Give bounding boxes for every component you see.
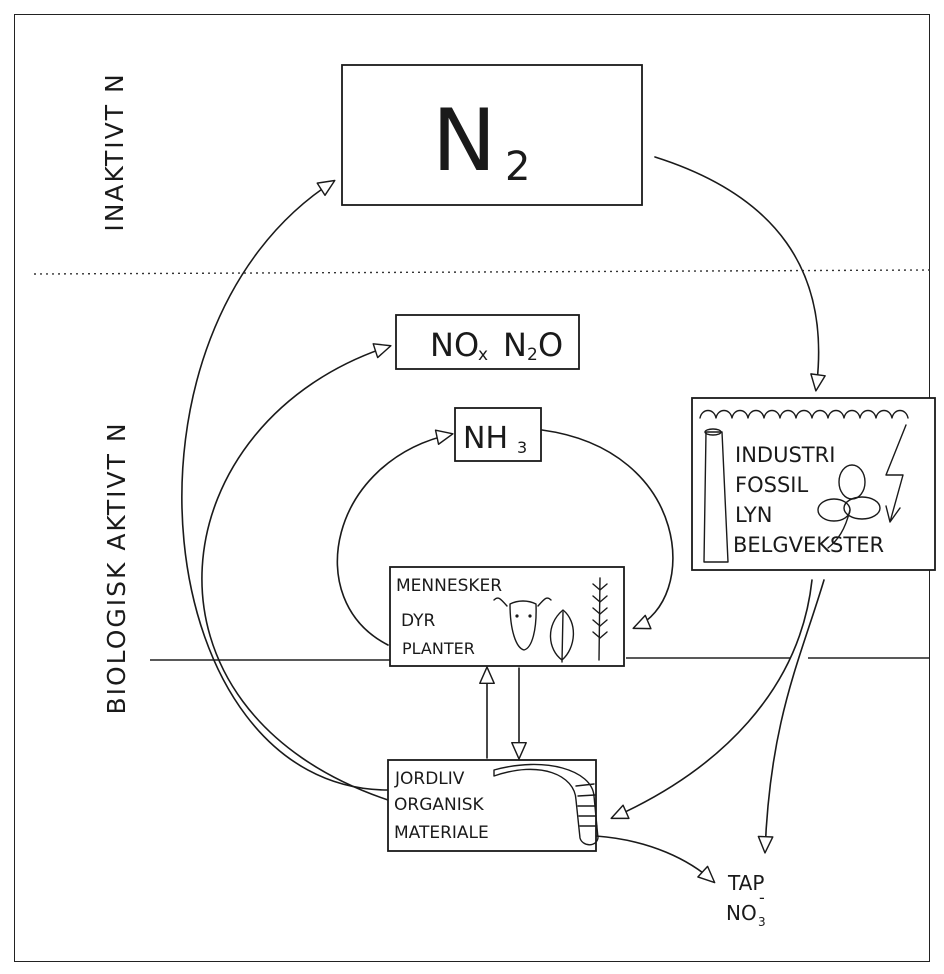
arrow-fixation-to-loss — [765, 580, 824, 852]
arrow-soil-to-loss — [596, 836, 714, 882]
organisms-line-3: PLANTER — [402, 639, 475, 658]
node-soil: JORDLIV ORGANISK MATERIALE — [388, 760, 598, 851]
n2-label: N — [432, 91, 496, 191]
n2-subscript: 2 — [505, 144, 530, 190]
node-loss: TAP NO 3 - — [726, 871, 766, 929]
n2o-label-n: N — [503, 326, 527, 364]
node-fixation: INDUSTRI FOSSIL LYN BELGVEKSTER — [692, 398, 935, 570]
zone-label-inactive: INAKTIVT N — [100, 72, 129, 231]
node-nh3: NH 3 — [455, 408, 541, 461]
organisms-line-1: MENNESKER — [396, 576, 502, 596]
node-n2: N 2 — [342, 65, 642, 205]
arrow-soil-to-n2 — [182, 181, 388, 790]
fixation-line-1: INDUSTRI — [735, 443, 835, 467]
n2o-subscript: 2 — [527, 345, 538, 365]
nh3-label: NH — [463, 421, 508, 456]
fixation-line-2: FOSSIL — [735, 473, 808, 497]
soil-line-3: MATERIALE — [394, 823, 489, 843]
arrow-soil-to-nox — [202, 346, 390, 800]
soil-line-1: JORDLIV — [394, 769, 465, 789]
fixation-line-3: LYN — [735, 503, 772, 527]
loss-nitrate-charge: - — [759, 888, 765, 907]
nox-subscript: x — [478, 345, 488, 365]
organisms-line-2: DYR — [401, 611, 436, 631]
zone-divider-dotted — [34, 270, 930, 274]
arrow-fixation-to-soil — [612, 580, 812, 818]
loss-nitrate-subscript: 3 — [758, 915, 766, 929]
arrow-n2-to-fixation — [655, 157, 819, 390]
nh3-subscript: 3 — [517, 438, 527, 457]
zone-label-active: BIOLOGISK AKTIVT N — [102, 421, 131, 714]
nox-label: NO — [430, 326, 479, 364]
n2o-label-o: O — [538, 326, 563, 364]
soil-line-2: ORGANISK — [394, 795, 485, 815]
node-organisms: MENNESKER DYR PLANTER — [390, 567, 624, 666]
node-nox-n2o: NO x N 2 O — [396, 315, 579, 369]
fixation-line-4: BELGVEKSTER — [733, 533, 884, 557]
loss-nitrate: NO — [726, 901, 757, 925]
